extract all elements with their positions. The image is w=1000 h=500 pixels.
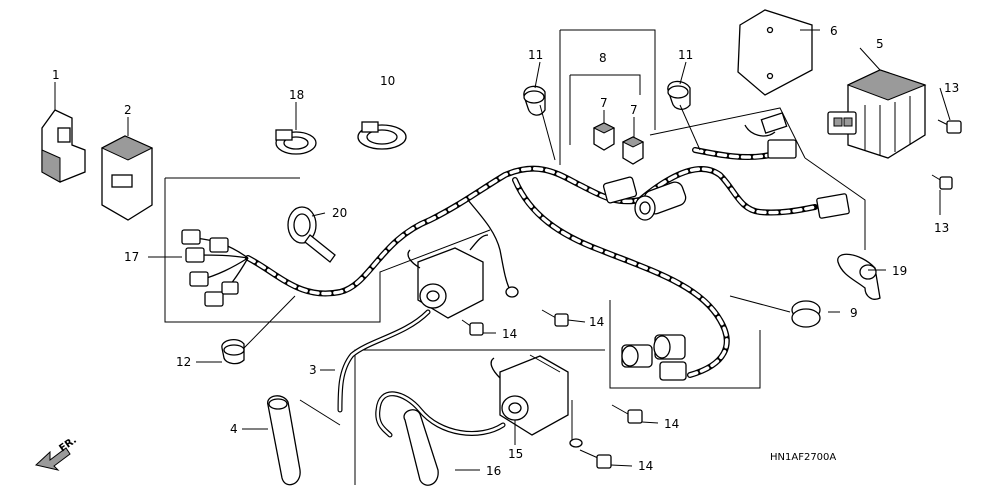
callout-14c: 14 — [664, 417, 679, 431]
callout-18: 18 — [289, 88, 304, 102]
callout-14d: 14 — [638, 459, 653, 473]
callout-2: 2 — [124, 103, 132, 117]
callout-7a: 7 — [600, 96, 608, 110]
callout-7b: 7 — [630, 103, 638, 117]
callout-1: 1 — [52, 68, 60, 82]
callout-19: 19 — [892, 264, 907, 278]
bolts — [461, 119, 962, 469]
regulator-rectifier — [737, 9, 927, 159]
leader-lines — [54, 29, 951, 471]
bands — [275, 121, 407, 263]
ignition-coil-lower — [267, 355, 583, 486]
callout-10: 10 — [380, 74, 395, 88]
callout-9: 9 — [850, 306, 858, 320]
part-2-cdi-unit — [100, 135, 154, 221]
part-1-bracket — [41, 109, 86, 183]
clamps-11 — [523, 80, 691, 116]
callout-11b: 11 — [678, 48, 693, 62]
relays — [592, 122, 645, 165]
clamps-9-19 — [791, 253, 881, 328]
callout-6: 6 — [830, 24, 838, 38]
coil-connectors — [621, 334, 687, 381]
callout-11a: 11 — [528, 48, 543, 62]
callout-labels: 1 2 3 4 5 6 7 7 8 9 10 11 11 12 13 13 14… — [52, 24, 959, 478]
callout-3: 3 — [309, 363, 317, 377]
connector-bundle — [181, 229, 249, 307]
callout-15: 15 — [508, 447, 523, 461]
callout-20: 20 — [332, 206, 347, 220]
callout-5: 5 — [876, 37, 884, 51]
callout-17: 17 — [124, 250, 139, 264]
callout-13a: 13 — [944, 81, 959, 95]
wire-harness — [245, 112, 850, 378]
callout-14b: 14 — [589, 315, 604, 329]
callout-12: 12 — [176, 355, 191, 369]
diagram-code: HN1AF2700A — [770, 452, 836, 463]
ignition-coil-upper — [221, 234, 489, 413]
front-direction-arrow: FR. — [34, 435, 79, 471]
group-frames — [164, 29, 866, 485]
callout-8: 8 — [599, 51, 607, 65]
callout-13b: 13 — [934, 221, 949, 235]
callout-4: 4 — [230, 422, 238, 436]
callout-14a: 14 — [502, 327, 517, 341]
callout-16: 16 — [486, 464, 501, 478]
